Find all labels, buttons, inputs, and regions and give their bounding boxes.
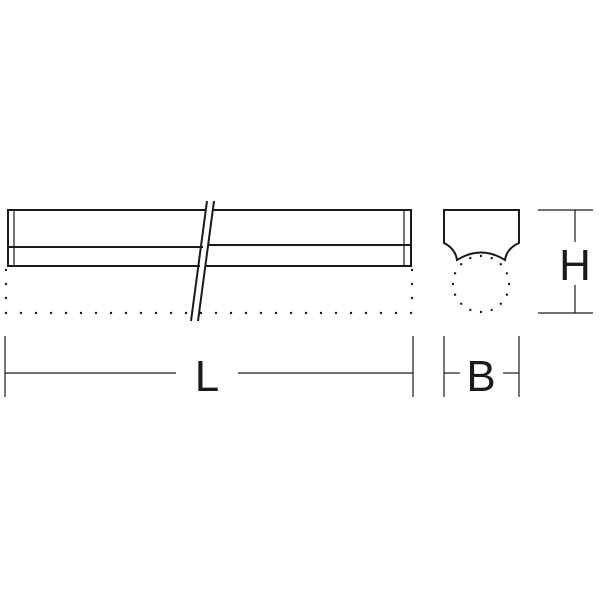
tube-outline-dot [214, 311, 218, 315]
tube-outline-dot [410, 282, 414, 286]
tube-outline-dot [319, 311, 323, 315]
tube-outline-dot [4, 268, 8, 272]
tube-outline-dot [169, 311, 173, 315]
tube-outline-dot [184, 311, 188, 315]
tube-outline-dot [109, 311, 113, 315]
tube-section-dot [479, 254, 483, 258]
tube-section-dot [469, 308, 472, 312]
tube-outline-dot [244, 311, 248, 315]
tube-section-dot [451, 282, 455, 286]
tube-outline-dot [394, 311, 398, 315]
tube-outline-dot [94, 311, 98, 315]
tube-section-dot [499, 302, 502, 305]
end-view [443, 209, 520, 314]
tube-outline-dot [34, 311, 38, 315]
tube-outline-dot [289, 311, 293, 315]
tube-outline-dot [304, 311, 308, 315]
tube-outline-dot [199, 311, 203, 315]
tube-outline-dot [409, 311, 413, 315]
tube-section-dot [453, 293, 457, 296]
length-label: L [195, 352, 219, 401]
tube-section-dot [460, 302, 463, 305]
tube-section-dot [460, 263, 463, 266]
tube-section-dot [490, 308, 493, 312]
length-dimension: L [4, 336, 414, 401]
tube-outline-dot [64, 311, 68, 315]
tube-outline-dot [154, 311, 158, 315]
tube-outline-dot [4, 296, 8, 300]
height-dimension: H [538, 209, 593, 314]
tube-outline-dot [4, 311, 8, 315]
side-view [4, 200, 414, 322]
end-view-tube-outline-dotted [451, 254, 511, 314]
side-view-tube-outline-dotted [4, 268, 414, 315]
tube-section-dot [490, 256, 493, 260]
tube-outline-dot [229, 311, 233, 315]
side-view-right-body [206, 209, 412, 267]
tube-outline-dot [49, 311, 53, 315]
tube-outline-dot [79, 311, 83, 315]
tube-outline-dot [410, 268, 414, 272]
width-dimension: B [443, 336, 520, 401]
tube-outline-dot [4, 282, 8, 286]
tube-outline-dot [19, 311, 23, 315]
tube-outline-dot [349, 311, 353, 315]
tube-outline-dot [124, 311, 128, 315]
tube-outline-dot [334, 311, 338, 315]
height-label: H [559, 241, 591, 290]
tube-section-dot [469, 256, 472, 260]
tube-outline-dot [139, 311, 143, 315]
tube-section-dot [507, 282, 511, 286]
tube-outline-dot [364, 311, 368, 315]
tube-section-dot [499, 263, 502, 266]
tube-outline-dot [379, 311, 383, 315]
tube-section-dot [505, 293, 509, 296]
tube-section-dot [505, 272, 509, 275]
break-line-left [190, 200, 208, 322]
break-line-right [197, 200, 215, 322]
tube-section-dot [453, 272, 457, 275]
tube-section-dot [479, 310, 483, 314]
width-label: B [466, 352, 495, 401]
side-view-left-body [7, 209, 206, 267]
tube-outline-dot [274, 311, 278, 315]
tube-outline-dot [410, 296, 414, 300]
end-view-profile [443, 209, 520, 262]
tube-outline-dot [259, 311, 263, 315]
